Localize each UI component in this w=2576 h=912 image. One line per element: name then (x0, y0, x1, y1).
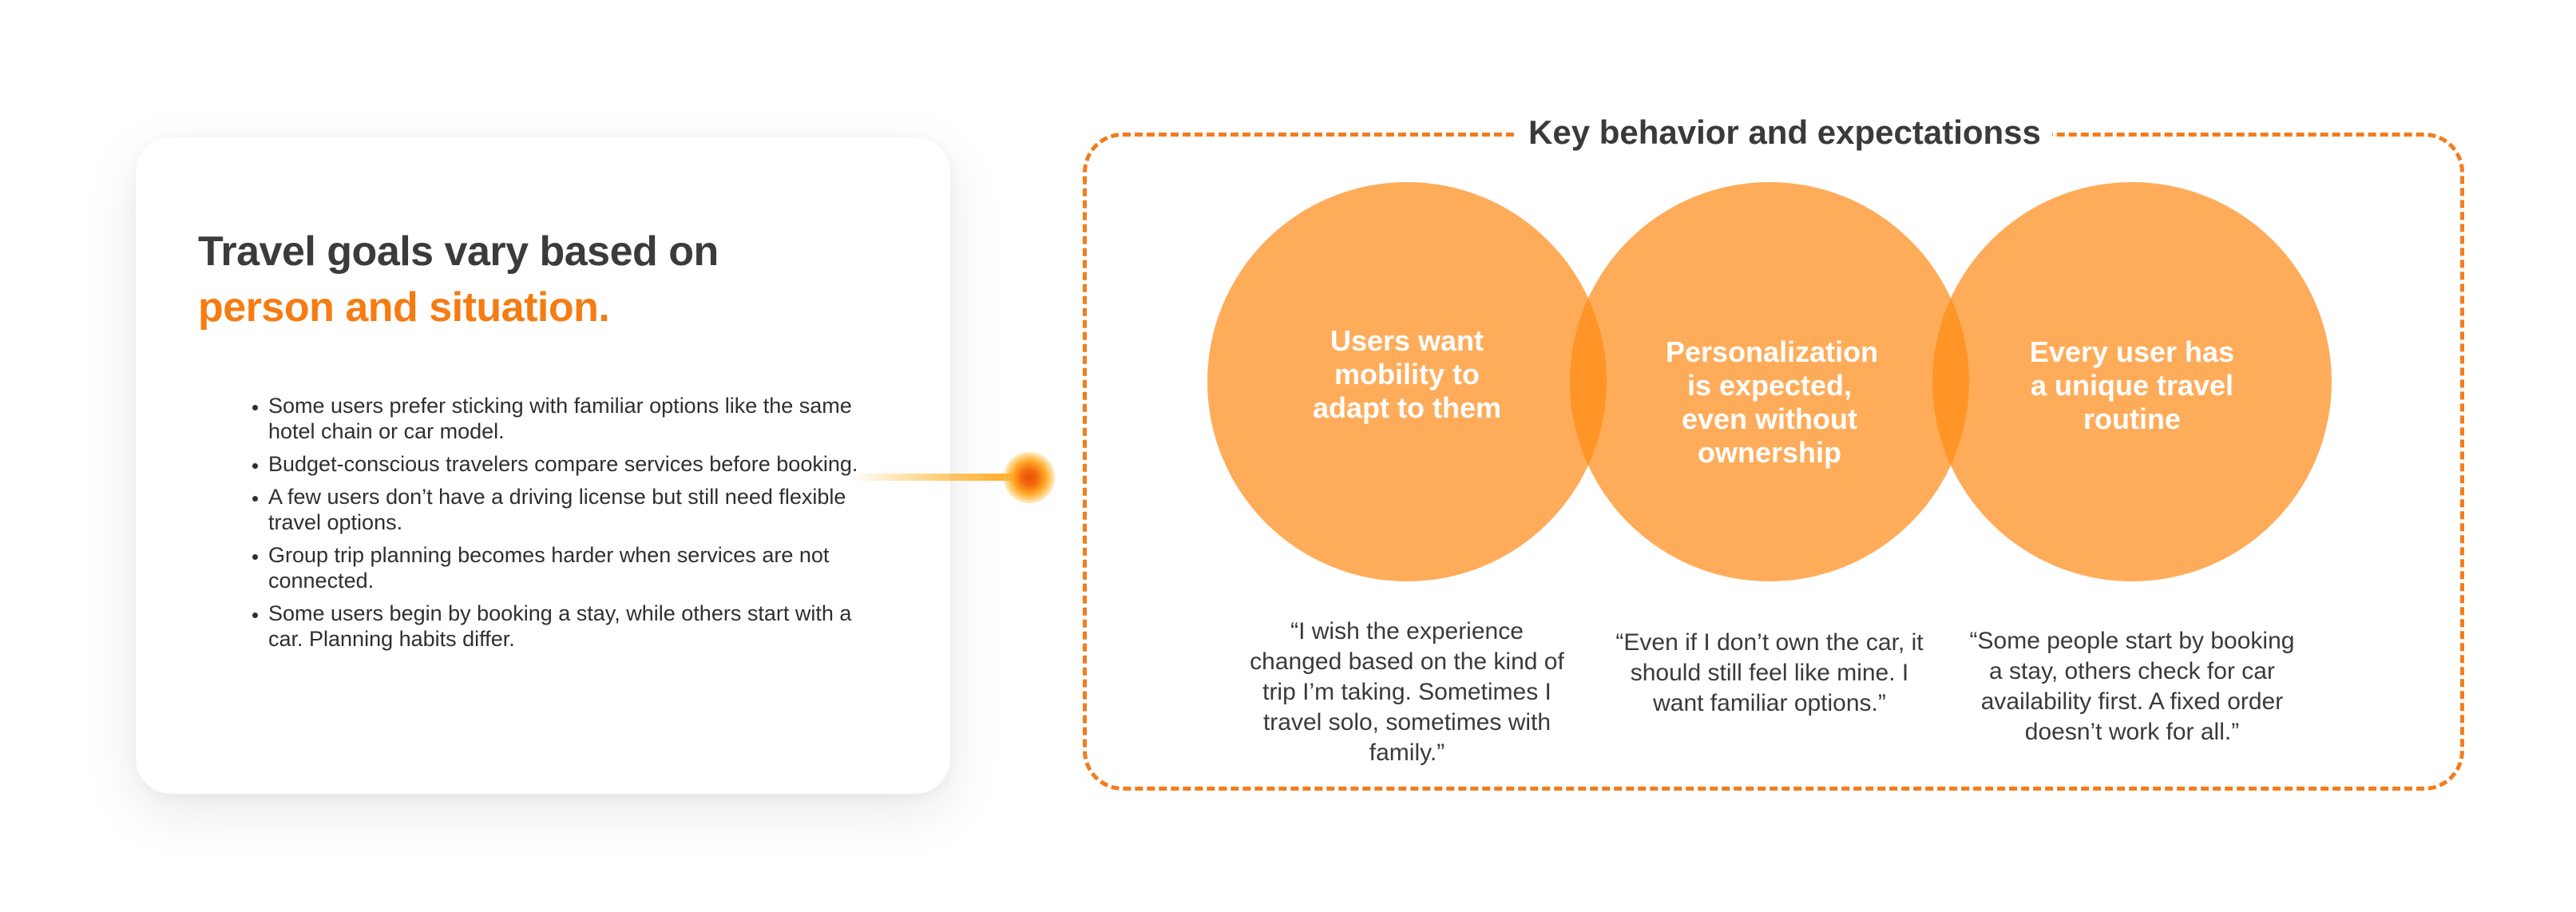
user-quote-3: “Some people start by booking a stay, ot… (1969, 628, 2295, 745)
connector-glow-dot (1004, 452, 1055, 503)
bullet-item: Budget-conscious travelers compare servi… (268, 451, 891, 477)
card-heading-line-2: person and situation. (198, 284, 610, 331)
venn-circle-3 (1932, 182, 2332, 581)
bullet-item: Some users prefer sticking with familiar… (268, 393, 891, 444)
section-title: Key behavior and expectationss (1517, 110, 2052, 155)
bullet-item: Some users begin by booking a stay, whil… (268, 601, 891, 652)
venn-circle-1 (1207, 182, 1607, 581)
insight-card: Travel goals vary based on person and si… (136, 137, 950, 794)
venn-circle-2 (1570, 182, 1969, 581)
circle-label-3: Every user has a unique travel routine (2029, 335, 2235, 435)
user-quote-1: “I wish the experience changed based on … (1250, 618, 1564, 766)
insight-bullet-list: Some users prefer sticking with familiar… (233, 393, 891, 659)
circle-label-1: Users want mobility to adapt to them (1312, 324, 1501, 424)
circle-label-2: Personalization is expected, even withou… (1666, 335, 1879, 469)
user-quote-2: “Even if I don’t own the car, it should … (1615, 629, 1924, 716)
card-heading: Travel goals vary based on person and si… (198, 224, 719, 335)
card-heading-line-1: Travel goals vary based on (198, 228, 719, 275)
bullet-item: Group trip planning becomes harder when … (268, 542, 891, 593)
bullet-item: A few users don’t have a driving license… (268, 484, 891, 535)
connector-line (850, 474, 1030, 481)
